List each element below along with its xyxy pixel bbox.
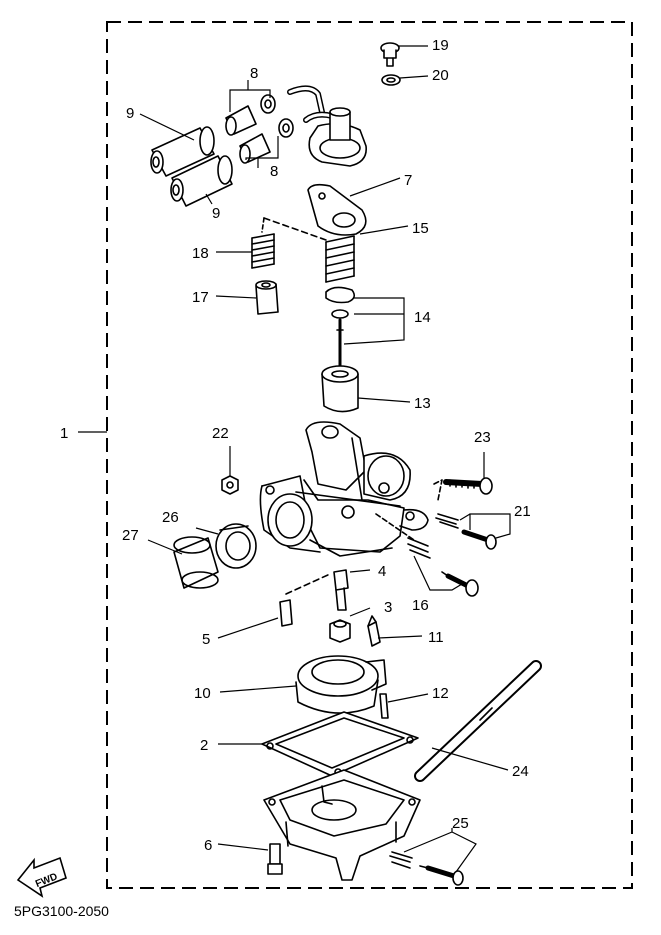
part-2-gasket <box>261 711 419 777</box>
callout-2: 2 <box>200 737 208 754</box>
callout-19: 19 <box>432 37 449 54</box>
part-27-ring <box>173 536 219 589</box>
callout-16: 16 <box>412 597 429 614</box>
diagram-part-code: 5PG3100-2050 <box>14 903 109 919</box>
callout-10: 10 <box>194 685 211 702</box>
part-8-fitting-lower <box>239 118 294 164</box>
callout-27: 27 <box>122 527 139 544</box>
part-16-pilot-screw <box>407 537 479 597</box>
part-21-idle-screw <box>435 513 497 550</box>
part-8-fitting-upper <box>225 94 276 136</box>
part-26-ring <box>215 523 257 569</box>
part-10-float <box>295 655 387 714</box>
part-3-nut <box>329 619 351 643</box>
callout-22: 22 <box>212 425 229 442</box>
part-14-needle-clip <box>325 286 356 374</box>
callout-7: 7 <box>404 172 412 189</box>
callout-20: 20 <box>432 67 449 84</box>
carburetor-body <box>259 421 429 557</box>
float-bowl <box>263 769 421 881</box>
part-24-drain-tube <box>414 660 542 782</box>
part-12-float-pin <box>379 693 389 719</box>
callout-26: 26 <box>162 509 179 526</box>
callout-12: 12 <box>432 685 449 702</box>
top-cover-assembly <box>287 85 367 167</box>
part-6-drain-screw <box>267 843 283 875</box>
part-25-air-screw <box>389 851 464 886</box>
part-17-nut <box>255 280 279 315</box>
part-11-float-needle <box>367 615 381 647</box>
callout-8-upper: 8 <box>250 65 258 82</box>
callout-11: 11 <box>428 629 444 646</box>
part-5-pilot-jet <box>279 599 293 627</box>
part-20-clip <box>381 74 401 86</box>
callout-4: 4 <box>378 563 386 580</box>
part-9-cap-lower <box>170 155 233 207</box>
part-4-main-jet <box>333 569 349 611</box>
part-23-screw <box>443 477 493 495</box>
leader-lines <box>78 45 511 873</box>
callout-18: 18 <box>192 245 209 262</box>
callout-17: 17 <box>192 289 209 306</box>
callout-24: 24 <box>512 763 529 780</box>
assembly-boundary <box>106 21 633 889</box>
callout-25: 25 <box>452 815 469 832</box>
part-18-spring <box>251 233 275 269</box>
callout-14: 14 <box>414 309 431 326</box>
part-22-nut <box>221 475 239 495</box>
callout-8-lower: 8 <box>270 163 278 180</box>
callout-6: 6 <box>204 837 212 854</box>
part-13-throttle-valve <box>321 365 359 413</box>
callout-9-lower: 9 <box>212 205 220 222</box>
callout-23: 23 <box>474 429 491 446</box>
fwd-arrow-icon: FWD <box>16 856 67 898</box>
callout-21: 21 <box>514 503 531 520</box>
callout-15: 15 <box>412 220 429 237</box>
callout-9-upper: 9 <box>126 105 134 122</box>
part-15-spring <box>325 235 355 283</box>
callout-13: 13 <box>414 395 431 412</box>
spring-leader-dashed <box>263 217 327 241</box>
part-9-cap-upper <box>150 126 215 177</box>
callout-1: 1 <box>60 425 68 442</box>
callout-5: 5 <box>202 631 210 648</box>
part-19-screw <box>380 42 400 67</box>
callout-3: 3 <box>384 599 392 616</box>
part-7-plate <box>307 183 367 236</box>
